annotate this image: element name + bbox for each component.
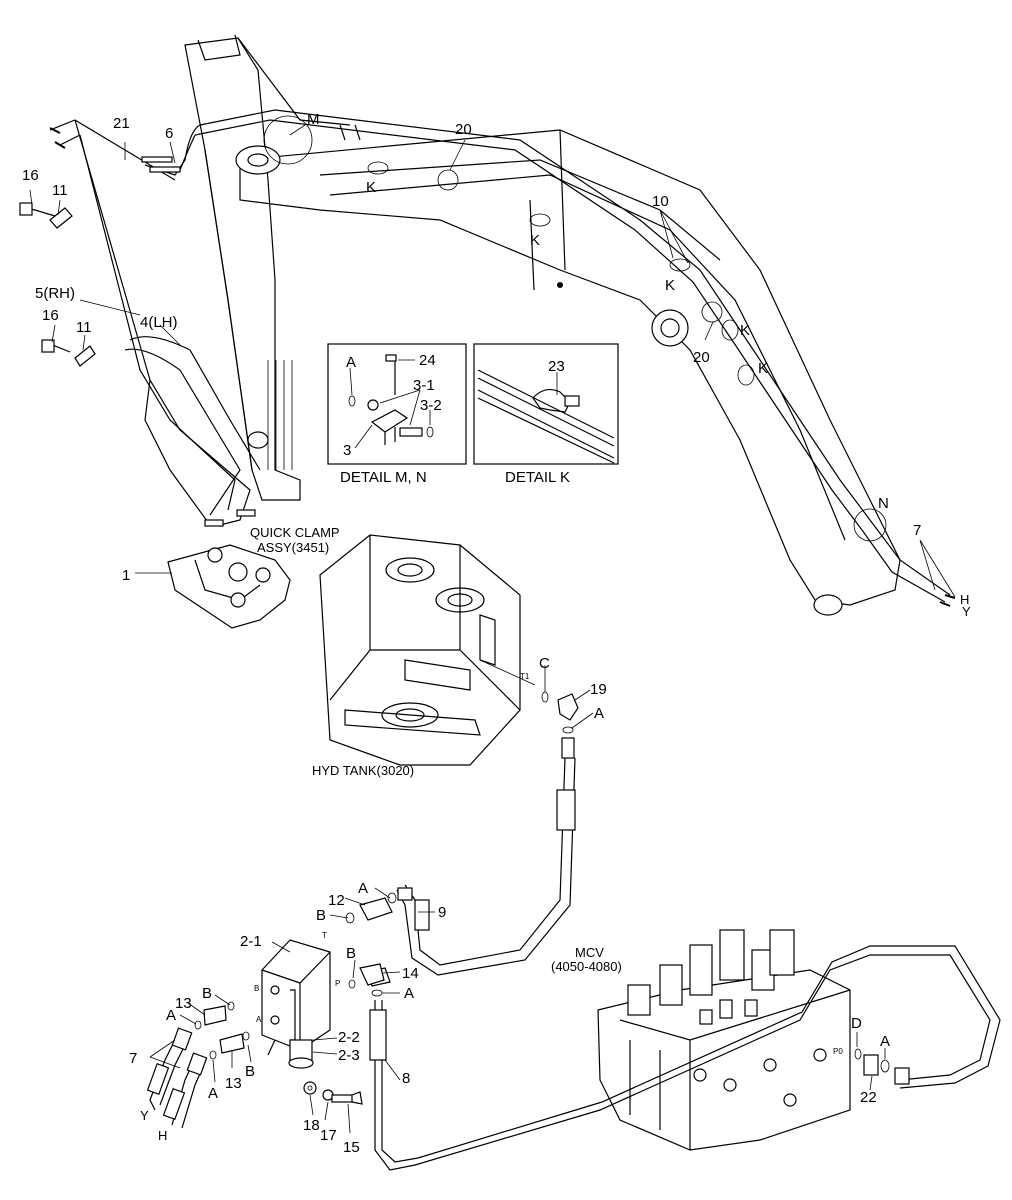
callout-4-lh: 4(LH) — [140, 314, 178, 331]
callout-8: 8 — [402, 1070, 410, 1087]
letter-D: D — [851, 1015, 862, 1032]
callout-2-2: 2-2 — [338, 1029, 360, 1046]
hyd-tank-label: HYD TANK(3020) — [312, 763, 414, 778]
letter-A-tank: A — [594, 705, 604, 722]
mcv-label-2: (4050-4080) — [551, 959, 622, 974]
lower-hoses — [345, 691, 1001, 1171]
callout-14: 14 — [402, 965, 419, 982]
valve-block — [146, 939, 385, 1129]
callout-5-rh: 5(RH) — [35, 285, 75, 302]
callout-16-mid: 16 — [42, 307, 59, 324]
letter-A-14: A — [404, 985, 414, 1002]
letter-A-13: A — [166, 1007, 176, 1024]
letter-M: M — [307, 111, 320, 128]
hyd-tank — [319, 534, 536, 766]
callout-16-top: 16 — [22, 167, 39, 184]
callout-20-top: 20 — [455, 121, 472, 138]
detail-k-caption: DETAIL K — [505, 469, 570, 486]
letter-B-12: B — [316, 907, 326, 924]
letter-A-bottom: A — [208, 1085, 218, 1102]
boom-drawing — [184, 34, 901, 616]
letter-Y-right: Y — [962, 604, 971, 619]
callout-2-1: 2-1 — [240, 933, 262, 950]
caption-labels: QUICK CLAMP ASSY(3451) HYD TANK(3020) MC… — [250, 469, 622, 974]
callout-7-right: 7 — [913, 522, 921, 539]
callout-1: 1 — [122, 567, 130, 584]
leader-lines — [29, 124, 956, 1134]
letter-H-left: H — [158, 1128, 167, 1143]
letter-C: C — [539, 655, 550, 672]
callout-23: 23 — [548, 358, 565, 375]
port-P0: P0 — [833, 1047, 843, 1056]
port-T: T — [322, 931, 327, 940]
mcv — [597, 929, 851, 1151]
callout-9: 9 — [438, 904, 446, 921]
letter-H-right: H — [960, 592, 969, 607]
callout-11-top: 11 — [52, 182, 68, 199]
letter-A-22: A — [880, 1033, 890, 1050]
letter-B-13: B — [202, 985, 212, 1002]
callout-3-2: 3-2 — [420, 397, 442, 414]
letter-K-4: K — [740, 322, 750, 339]
boom-hoses — [49, 109, 956, 607]
callout-3: 3 — [343, 442, 351, 459]
port-P: P — [335, 979, 340, 988]
detail-k-box — [473, 343, 619, 465]
letter-B-14: B — [346, 945, 356, 962]
callout-13-top: 13 — [175, 995, 192, 1012]
left-side-parts — [19, 202, 291, 629]
letter-N: N — [878, 495, 889, 512]
letter-labels: M K K K K K N H Y A C A A B B A B A B A … — [140, 111, 971, 1143]
port-A: A — [256, 1015, 262, 1024]
quick-clamp-label-1: QUICK CLAMP — [250, 525, 340, 540]
callout-17: 17 — [320, 1127, 337, 1144]
callout-7-left: 7 — [129, 1050, 137, 1067]
callout-13-bottom: 13 — [225, 1075, 242, 1092]
callout-19: 19 — [590, 681, 607, 698]
letter-Y-left: Y — [140, 1108, 149, 1123]
mcv-label-1: MCV — [575, 945, 604, 960]
callout-3-1: 3-1 — [413, 377, 435, 394]
detail-mn-caption: DETAIL M, N — [340, 469, 427, 486]
letter-B-bottom: B — [245, 1063, 255, 1080]
callout-18: 18 — [303, 1117, 320, 1134]
letter-K-2: K — [530, 232, 540, 249]
callout-2-3: 2-3 — [338, 1047, 360, 1064]
callout-12: 12 — [328, 892, 345, 909]
callout-21: 21 — [113, 115, 130, 132]
callout-11-mid: 11 — [76, 319, 92, 336]
quick-clamp-label-2: ASSY(3451) — [257, 540, 329, 555]
letter-K-1: K — [366, 179, 376, 196]
letter-K-5: K — [758, 360, 768, 377]
letter-K-3: K — [665, 277, 675, 294]
callout-10: 10 — [652, 193, 669, 210]
port-T1: T1 — [520, 672, 530, 681]
letter-A-detail: A — [346, 354, 356, 371]
letter-A-12: A — [358, 880, 368, 897]
callout-6: 6 — [165, 125, 173, 142]
callout-24: 24 — [419, 352, 436, 369]
callout-labels: 21 6 16 11 5(RH) 4(LH) 16 11 1 20 10 20 … — [22, 115, 921, 1156]
port-B: B — [254, 984, 259, 993]
callout-15: 15 — [343, 1139, 360, 1156]
detail-mn-box — [327, 343, 467, 465]
callout-22: 22 — [860, 1089, 877, 1106]
callout-20-right: 20 — [693, 349, 710, 366]
